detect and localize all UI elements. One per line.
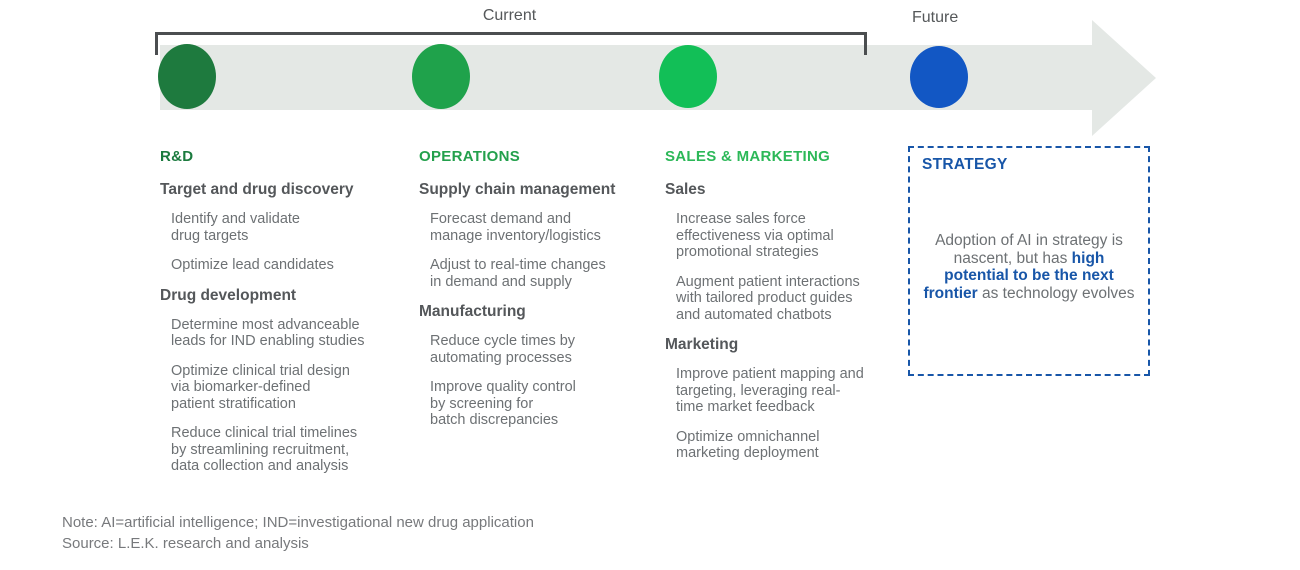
current-label: Current <box>482 7 537 24</box>
strategy-emphasis-text: high potential to be the next frontier <box>923 249 1114 302</box>
column-header: OPERATIONS <box>419 148 521 165</box>
group-item: Reduce cycle times by automating process… <box>430 333 576 366</box>
group-item: Identify and validate drug targets <box>171 211 300 244</box>
group-subheader: Manufacturing <box>419 303 526 320</box>
note-line: Note: AI=artificial intelligence; IND=in… <box>62 514 534 531</box>
group-subheader: Drug development <box>160 286 297 304</box>
strategy-box: STRATEGY Adoption of AI in strategy is n… <box>908 146 1150 376</box>
group-item: Improve quality control by screening for… <box>430 379 576 428</box>
future-label: Future <box>912 9 959 26</box>
current-bracket <box>155 32 867 55</box>
group-item: Optimize clinical trial design via bioma… <box>171 362 350 412</box>
timeline-circle-rd <box>158 44 216 109</box>
group-item: Improve patient mapping and targeting, l… <box>676 366 864 415</box>
group-item: Augment patient interactions with tailor… <box>676 273 860 323</box>
timeline-arrow-head-icon <box>1092 20 1156 136</box>
group-item: Adjust to real-time changes in demand an… <box>430 257 606 290</box>
group-item: Reduce clinical trial timelines by strea… <box>171 425 358 474</box>
group-item: Determine most advanceable leads for IND… <box>171 316 365 350</box>
strategy-text: Adoption of AI in strategy is nascent, b… <box>935 232 1123 267</box>
timeline-circle-sales-marketing <box>659 45 717 108</box>
group-subheader: Supply chain management <box>419 181 616 198</box>
strategy-paragraph: Adoption of AI in strategy is nascent, b… <box>922 232 1136 302</box>
timeline-circle-operations <box>412 44 470 109</box>
group-item: Increase sales force effectiveness via o… <box>676 211 834 260</box>
timeline-circle-strategy <box>910 46 968 108</box>
group-item: Optimize omnichannel marketing deploymen… <box>676 428 820 462</box>
group-item: Optimize lead candidates <box>171 257 334 273</box>
column-header: SALES & MARKETING <box>665 148 831 165</box>
group-item: Forecast demand and manage inventory/log… <box>430 211 601 244</box>
footnote: Note: AI=artificial intelligence; IND=in… <box>62 512 534 554</box>
group-subheader: Sales <box>665 181 706 198</box>
group-subheader: Target and drug discovery <box>160 181 354 198</box>
source-line: Source: L.E.K. research and analysis <box>62 535 309 552</box>
strategy-header: STRATEGY <box>922 156 1008 173</box>
column-header: R&D <box>160 148 194 165</box>
group-subheader: Marketing <box>665 336 739 353</box>
strategy-text: as technology evolves <box>977 284 1135 302</box>
